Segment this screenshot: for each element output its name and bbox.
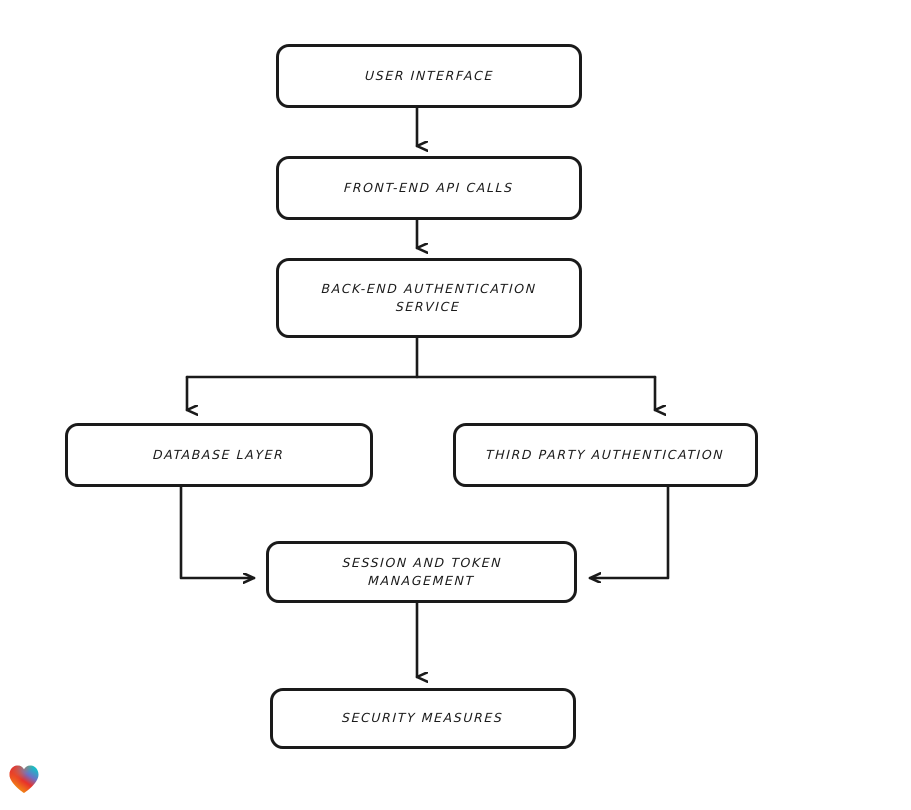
heart-icon <box>9 765 39 793</box>
node-label-backend-auth-service: Back-End Authentication Service <box>321 280 538 314</box>
node-database-layer[interactable]: Database Layer <box>65 423 373 487</box>
node-label-session-token-management: Session and Token Management <box>341 554 503 588</box>
node-frontend-api-calls[interactable]: Front-End API Calls <box>276 156 582 220</box>
node-user-interface[interactable]: User Interface <box>276 44 582 108</box>
node-backend-auth-service[interactable]: Back-End Authentication Service <box>276 258 582 338</box>
node-security-measures[interactable]: Security Measures <box>270 688 576 749</box>
node-session-token-management[interactable]: Session and Token Management <box>266 541 577 603</box>
edge-database-to-session <box>179 485 256 578</box>
node-third-party-auth[interactable]: Third Party Authentication <box>453 423 758 487</box>
node-label-database-layer: Database Layer <box>152 446 286 462</box>
node-label-security-measures: Security Measures <box>341 710 505 726</box>
node-label-third-party-auth: Third Party Authentication <box>486 446 726 462</box>
node-label-user-interface: User Interface <box>364 67 494 83</box>
node-label-frontend-api-calls: Front-End API Calls <box>343 179 515 195</box>
edge-thirdparty-to-session <box>588 485 670 578</box>
